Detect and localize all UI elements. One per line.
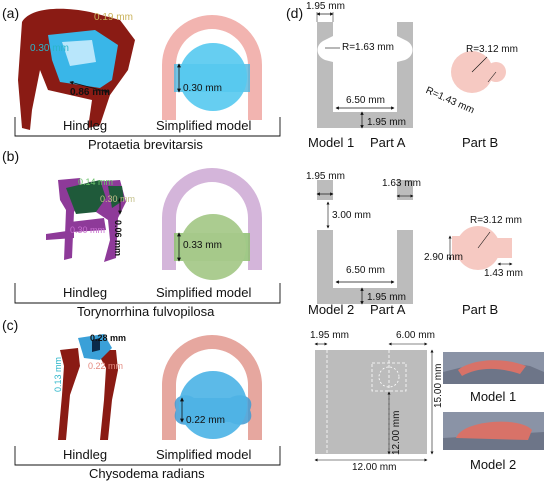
model-label-b: Simplified model	[156, 285, 252, 300]
leg-dim-a-1: 0.19 mm	[94, 12, 133, 23]
sheet-dim-2: 6.00 mm	[396, 330, 435, 341]
panel-label-d: (d)	[286, 5, 304, 21]
model1-part-a-drawing	[316, 12, 413, 129]
m1-dim-2: R=1.63 mm	[342, 42, 394, 53]
m2-dim-7: 2.90 mm	[424, 252, 463, 263]
model1-part-b-drawing	[451, 51, 506, 93]
m2-dim-3: 3.00 mm	[332, 210, 371, 221]
m2-dim-1: 1.95 mm	[306, 171, 345, 182]
species-a: Protaetia brevitarsis	[88, 137, 203, 152]
render-label-2: Model 2	[470, 457, 517, 472]
leg-dim-c-1: 0.28 mm	[90, 333, 127, 343]
sheet-dim-4: 15.00 mm	[433, 363, 444, 408]
leg-dim-a-3: 0.86 mm	[70, 87, 111, 98]
model-dim-b: 0.33 mm	[183, 240, 222, 251]
leg-dim-b-1: 0.14 mm	[78, 177, 114, 187]
species-c: Chysodema radians	[89, 466, 205, 481]
species-b: Torynorrhina fulvopilosa	[77, 304, 215, 319]
render-label-1: Model 1	[470, 389, 517, 404]
hindleg-label-b: Hindleg	[63, 285, 108, 300]
m2-dim-8: 1.43 mm	[484, 268, 523, 279]
m2-dim-4: 6.50 mm	[346, 265, 385, 276]
leg-dim-a-2: 0.30 mm	[30, 43, 69, 54]
m1-dim-4: 1.95 mm	[367, 117, 406, 128]
sheet-dim-3: 12.00 mm	[391, 410, 402, 455]
hindleg-a-image	[18, 8, 135, 131]
model2-part-b-drawing	[448, 226, 513, 270]
model-dim-c: 0.22 mm	[186, 415, 225, 426]
model1-label: Model 1	[308, 135, 355, 150]
leg-dim-c-2: 0.13 mm	[53, 356, 63, 392]
hindleg-label-c: Hindleg	[63, 447, 108, 462]
m1-dim-5: R=3.12 mm	[466, 44, 518, 55]
caption-bracket-b	[14, 283, 281, 304]
panel-label-b: (b)	[2, 148, 20, 164]
model-c-image	[162, 335, 262, 440]
m1-dim-3: 6.50 mm	[346, 95, 385, 106]
model2-part-b-label: Part B	[462, 302, 499, 317]
hindleg-c-image	[58, 334, 118, 440]
sheet-dim-5: 12.00 mm	[352, 462, 397, 473]
m1-dim-1: 1.95 mm	[306, 1, 345, 12]
model2-part-a-drawing	[316, 180, 414, 305]
leg-dim-b-3: 0.06 mm	[113, 220, 123, 257]
m2-dim-6: R=3.12 mm	[470, 215, 522, 226]
caption-bracket-a	[14, 117, 281, 137]
model-a-image	[162, 15, 262, 120]
model1-part-b-label: Part B	[462, 135, 499, 150]
model-b-image	[162, 168, 262, 280]
model-label-a: Simplified model	[156, 118, 252, 133]
leg-dim-c-3: 0.22 mm	[88, 361, 124, 371]
caption-bracket-c	[14, 446, 281, 466]
leg-dim-b-4: 0.30 mm	[70, 225, 106, 235]
hindleg-label-a: Hindleg	[63, 118, 108, 133]
panel-label-c: (c)	[2, 317, 19, 333]
model-label-c: Simplified model	[156, 447, 252, 462]
model2-part-a-label: Part A	[370, 302, 406, 317]
m2-dim-5: 1.95 mm	[367, 292, 406, 303]
model-dim-a: 0.30 mm	[183, 83, 222, 94]
m2-dim-2: 1.63 mm	[382, 178, 421, 189]
model2-label: Model 2	[308, 302, 355, 317]
leg-dim-b-2: 0.30 mm	[100, 194, 136, 204]
model1-render-image	[443, 352, 544, 384]
model2-render-image	[443, 412, 544, 450]
panel-label-a: (a)	[2, 5, 20, 21]
model1-part-a-label: Part A	[370, 135, 406, 150]
sheet-drawing	[314, 342, 434, 462]
sheet-dim-1: 1.95 mm	[310, 330, 349, 341]
hindleg-b-image	[46, 178, 126, 262]
